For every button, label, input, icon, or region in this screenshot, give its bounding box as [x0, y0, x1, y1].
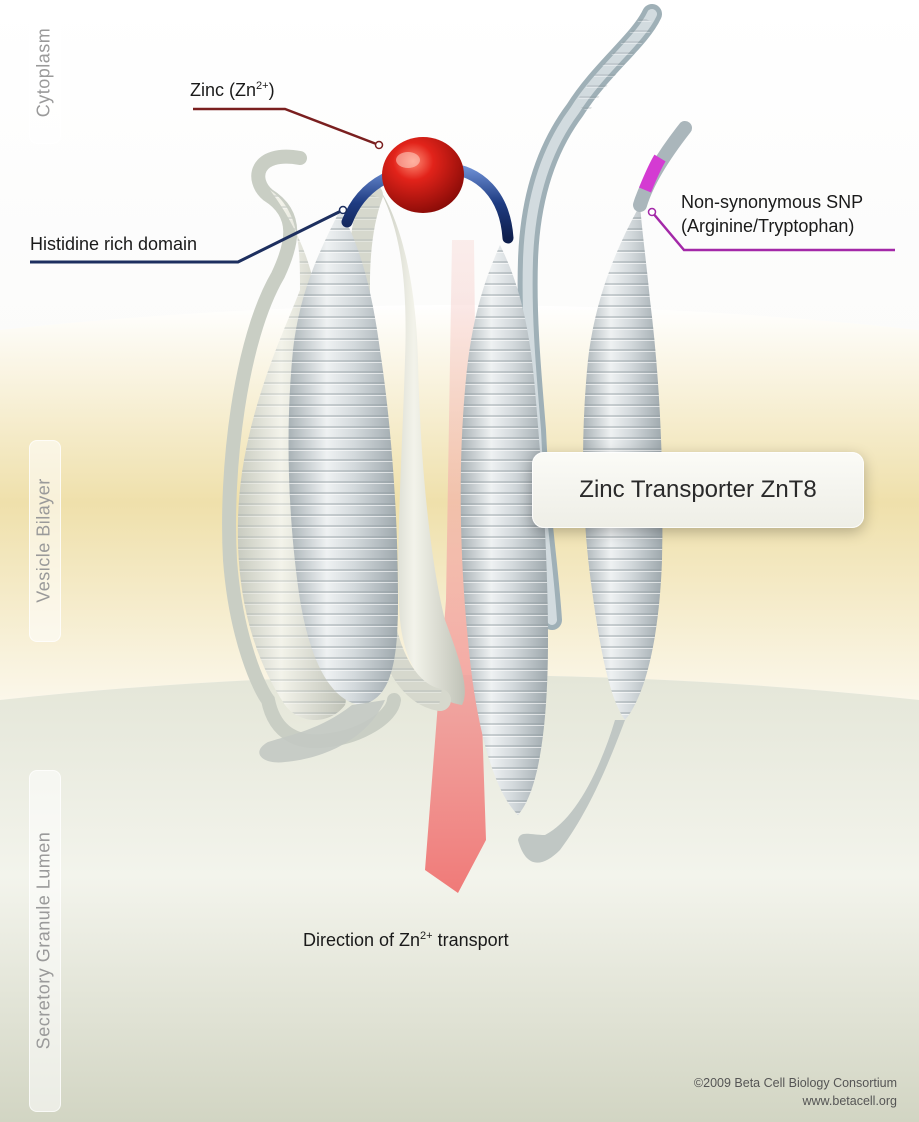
cytoplasm-label: Cytoplasm — [34, 3, 55, 143]
histidine-label: Histidine rich domain — [30, 234, 197, 255]
vesicle-bilayer-label: Vesicle Bilayer — [34, 441, 55, 641]
zinc-label: Zinc (Zn2+) — [190, 80, 275, 101]
title-box: Zinc Transporter ZnT8 — [532, 452, 864, 528]
transport-direction-label: Direction of Zn2+ transport — [303, 930, 509, 951]
snp-label-line2: (Arginine/Tryptophan) — [681, 214, 863, 238]
website-line: www.betacell.org — [694, 1092, 897, 1110]
lumen-label: Secretory Granule Lumen — [34, 771, 55, 1111]
snp-label: Non-synonymous SNP (Arginine/Tryptophan) — [681, 190, 863, 238]
snp-label-line1: Non-synonymous SNP — [681, 190, 863, 214]
zinc-ion — [382, 137, 464, 213]
diagram-title: Zinc Transporter ZnT8 — [532, 476, 864, 504]
copyright-line: ©2009 Beta Cell Biology Consortium — [694, 1074, 897, 1092]
copyright: ©2009 Beta Cell Biology Consortium www.b… — [694, 1074, 897, 1110]
